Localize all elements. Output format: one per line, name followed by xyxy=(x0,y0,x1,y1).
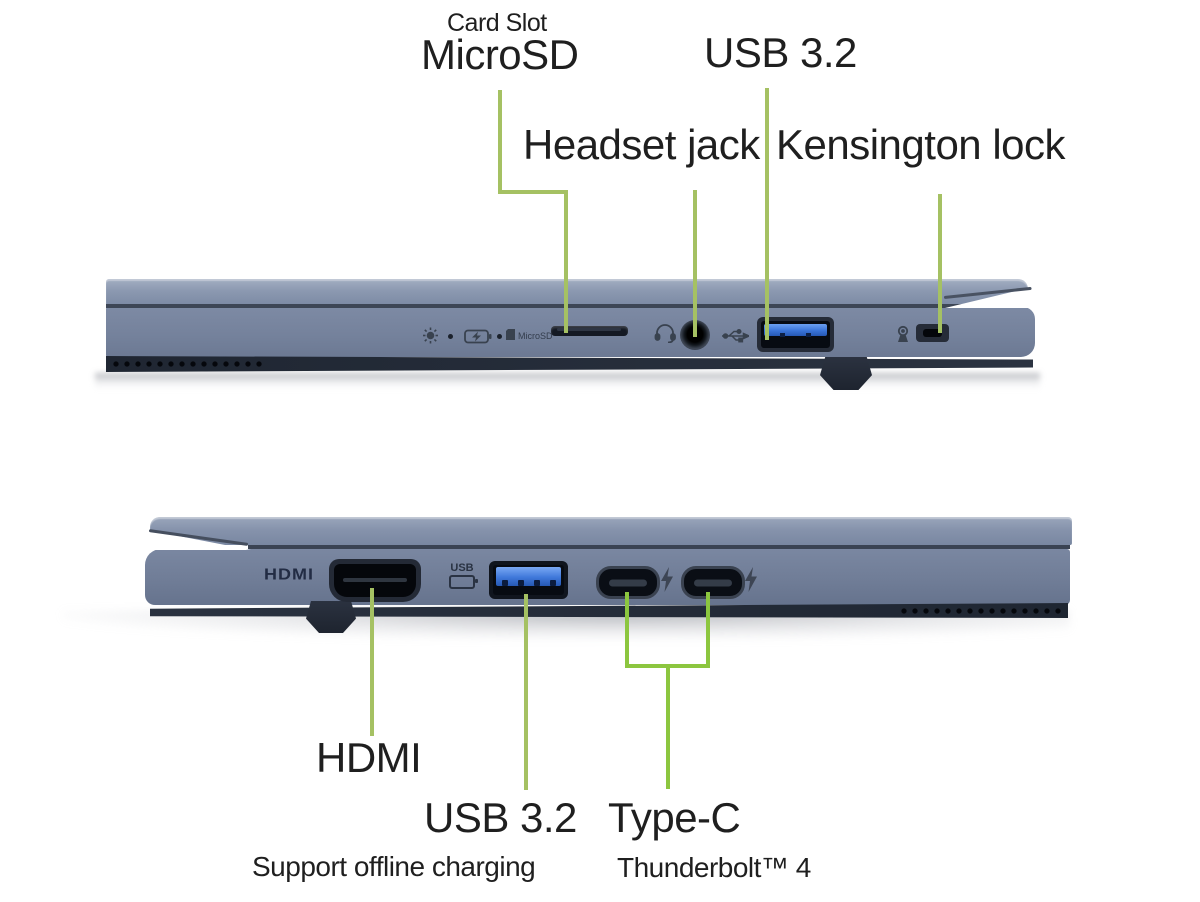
hdmi-leader-line xyxy=(370,588,374,736)
kensington-leader-line xyxy=(938,194,942,333)
vent-strip xyxy=(106,356,1033,372)
kensington-lock-slot xyxy=(916,324,949,342)
microsd-card-icon xyxy=(506,329,515,340)
typec-leader-line-right xyxy=(706,592,710,668)
kensington-lock-label: Kensington lock xyxy=(776,121,1066,168)
usb-top-label: USB 3.2 xyxy=(704,29,857,76)
typec-leader-line-bridge xyxy=(625,664,710,668)
laptop-shadow xyxy=(95,373,1040,389)
hdmi-port xyxy=(329,559,421,602)
usb-bottom-leader-line xyxy=(524,594,528,790)
usb-bottom-label: USB 3.2 xyxy=(424,794,577,841)
microsd-leader-line-h xyxy=(498,190,568,194)
usb-icon xyxy=(721,328,749,343)
usb-glyph-text: USB xyxy=(450,562,474,574)
usb-sub-label: Support offline charging xyxy=(252,851,536,882)
microsd-marking-text: MicroSD xyxy=(518,331,553,341)
headset-jack-label: Headset jack xyxy=(523,121,760,168)
typec-leader-line-center xyxy=(666,667,670,789)
battery-indicator-icon xyxy=(464,329,492,344)
usb-a-port xyxy=(757,317,834,352)
thunderbolt-icon xyxy=(744,567,759,592)
lid-body-groove xyxy=(106,304,964,308)
rubber-foot xyxy=(820,357,872,390)
microsd-card-slot xyxy=(551,326,628,336)
charge-led xyxy=(497,334,502,339)
rubber-foot xyxy=(306,601,356,633)
laptop-lid-edge xyxy=(150,517,1072,545)
power-indicator-icon xyxy=(421,327,440,344)
typec-sub-label: Thunderbolt™ 4 xyxy=(617,852,811,883)
kensington-lock-icon xyxy=(894,325,912,344)
usb-top-leader-line xyxy=(765,88,769,340)
usb-c-port-2 xyxy=(681,566,745,599)
hdmi-label: HDMI xyxy=(316,734,422,781)
power-led xyxy=(448,334,453,339)
lid-body-groove xyxy=(248,545,1070,549)
headset-leader-line xyxy=(693,190,697,337)
card-slot-label: Card Slot xyxy=(447,9,547,37)
vent-holes xyxy=(900,607,1063,616)
usb-a-port-bottom xyxy=(489,561,568,599)
typec-label: Type-C xyxy=(608,794,741,841)
thunderbolt-icon xyxy=(660,567,675,592)
usb-charging-icon: USB xyxy=(449,562,478,589)
microsd-label: MicroSD xyxy=(421,31,579,78)
microsd-leader-line-v1 xyxy=(498,90,502,194)
typec-leader-line-left xyxy=(625,592,629,668)
vent-holes xyxy=(112,360,267,369)
hdmi-marking-text: HDMI xyxy=(264,566,314,583)
microsd-leader-line-v2 xyxy=(564,190,568,333)
headset-icon xyxy=(654,323,677,343)
